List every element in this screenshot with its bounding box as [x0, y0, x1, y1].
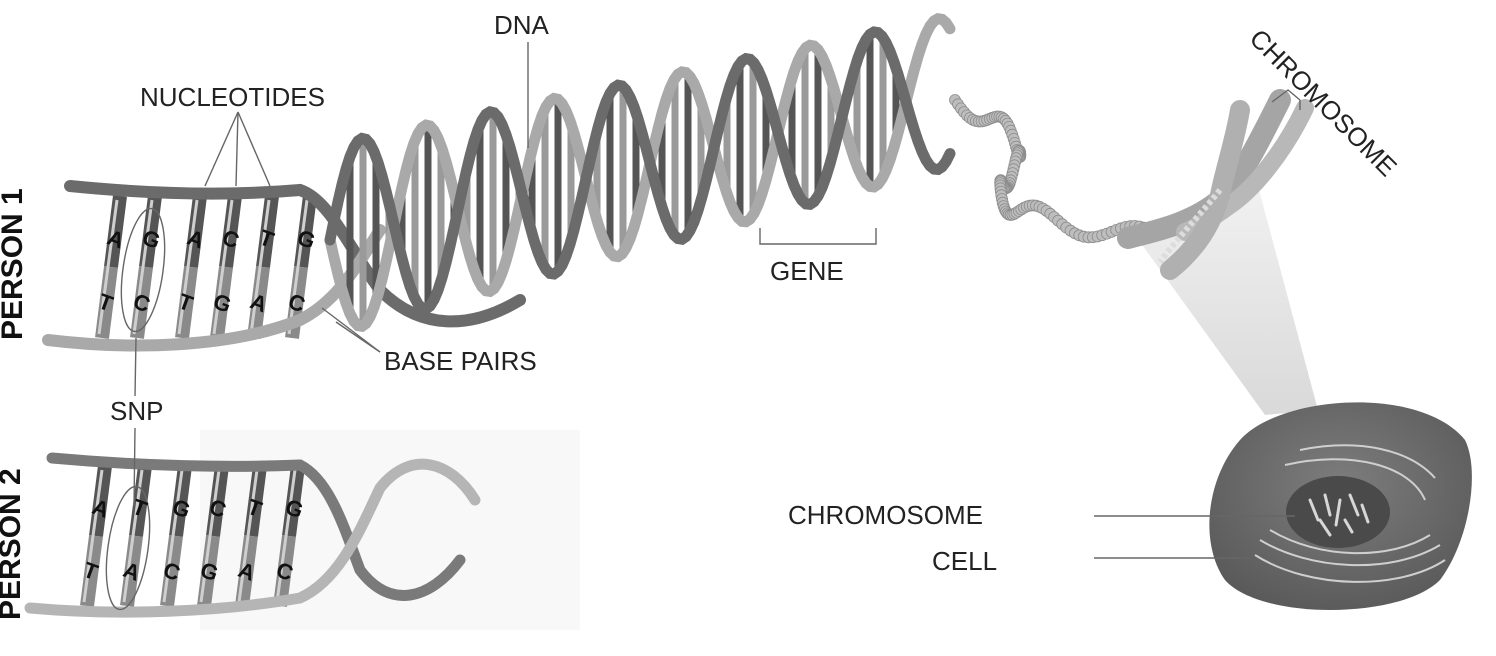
person2-rung-top: [169, 465, 192, 537]
leader-lines: [105, 42, 1301, 611]
person1-dna-ladder: [42, 180, 526, 352]
person2-rung-highlight: [162, 469, 184, 603]
person2-rung-bottom: [197, 535, 220, 607]
helix-front-strand: [324, 26, 956, 315]
person1-rung-bottom: [247, 266, 270, 339]
nucleotides-label: NUCLEOTIDES: [140, 82, 325, 112]
person1-rung-top: [139, 195, 162, 268]
person2-rung-bottom: [160, 535, 183, 607]
person1-rung-top: [104, 195, 127, 268]
person1-rung-bottom: [130, 266, 153, 339]
cell-label: CELL: [932, 546, 997, 576]
person2-rung-highlight: [82, 469, 104, 603]
person2-label: PERSON 2: [0, 468, 27, 620]
person1-rung-top: [219, 195, 242, 268]
person2-rung-bottom: [120, 535, 143, 607]
person2-rung-bottom: [273, 535, 296, 607]
person2-top-strand: [46, 452, 466, 601]
person1-rung-highlight: [132, 199, 154, 335]
person1-top-base: A: [104, 225, 128, 254]
dna-label: DNA: [494, 10, 550, 40]
person2-rung-highlight: [199, 469, 221, 603]
chromosome-cell-label: CHROMOSOME: [788, 500, 983, 530]
person1-rung-highlight: [212, 199, 234, 335]
gene-label: GENE: [770, 256, 844, 286]
person2-top-base: T: [129, 494, 151, 522]
person2-rung-top: [282, 465, 305, 537]
person1-rung-top: [294, 195, 317, 268]
person2-rung-top: [206, 465, 229, 537]
person2-rung-highlight: [237, 469, 259, 603]
person1-rung-highlight: [97, 199, 119, 335]
person2-bottom-base: C: [160, 557, 184, 586]
person1-rung-highlight: [249, 199, 271, 335]
person1-top-base: A: [184, 225, 208, 254]
person1-bottom-base: A: [247, 288, 271, 317]
person1-rung-top: [184, 195, 207, 268]
helix-back-strand: [324, 12, 956, 333]
person1-rung-top: [256, 195, 279, 268]
person2-dna-ladder: [24, 430, 580, 630]
person2-rung-top: [244, 465, 267, 537]
person1-rung-highlight: [287, 199, 309, 335]
person2-bottom-strand: [24, 458, 481, 618]
person2-top-base: A: [89, 494, 113, 523]
person1-label: PERSON 1: [0, 188, 29, 340]
person2-rung-bottom: [235, 535, 258, 607]
person1-rung-highlight: [177, 199, 199, 335]
snp-label: SNP: [110, 396, 163, 426]
person2-rung-highlight: [122, 469, 144, 603]
person2-base-pair-rungs: [80, 465, 305, 607]
person1-bottom-strand: [42, 224, 386, 352]
person1-rung-bottom: [175, 266, 198, 339]
person2-rung-top: [89, 465, 112, 537]
dna-double-helix: [324, 12, 956, 333]
person1-rung-bottom: [95, 266, 118, 339]
person1-rung-bottom: [210, 266, 233, 339]
chromosome-x-icon: [1117, 89, 1314, 280]
cell-illustration: [1209, 402, 1472, 610]
person2-rung-highlight: [275, 469, 297, 603]
person1-top-base: C: [219, 225, 243, 254]
person2-rung-top: [129, 465, 152, 537]
person1-bottom-base: C: [130, 288, 154, 317]
base-pairs-label: BASE PAIRS: [384, 346, 537, 376]
person1-top-base: T: [256, 225, 278, 253]
person2-rung-bottom: [80, 535, 103, 607]
person1-base-pair-rungs: [95, 195, 317, 339]
nucleus-chromosomes: [1308, 493, 1370, 537]
